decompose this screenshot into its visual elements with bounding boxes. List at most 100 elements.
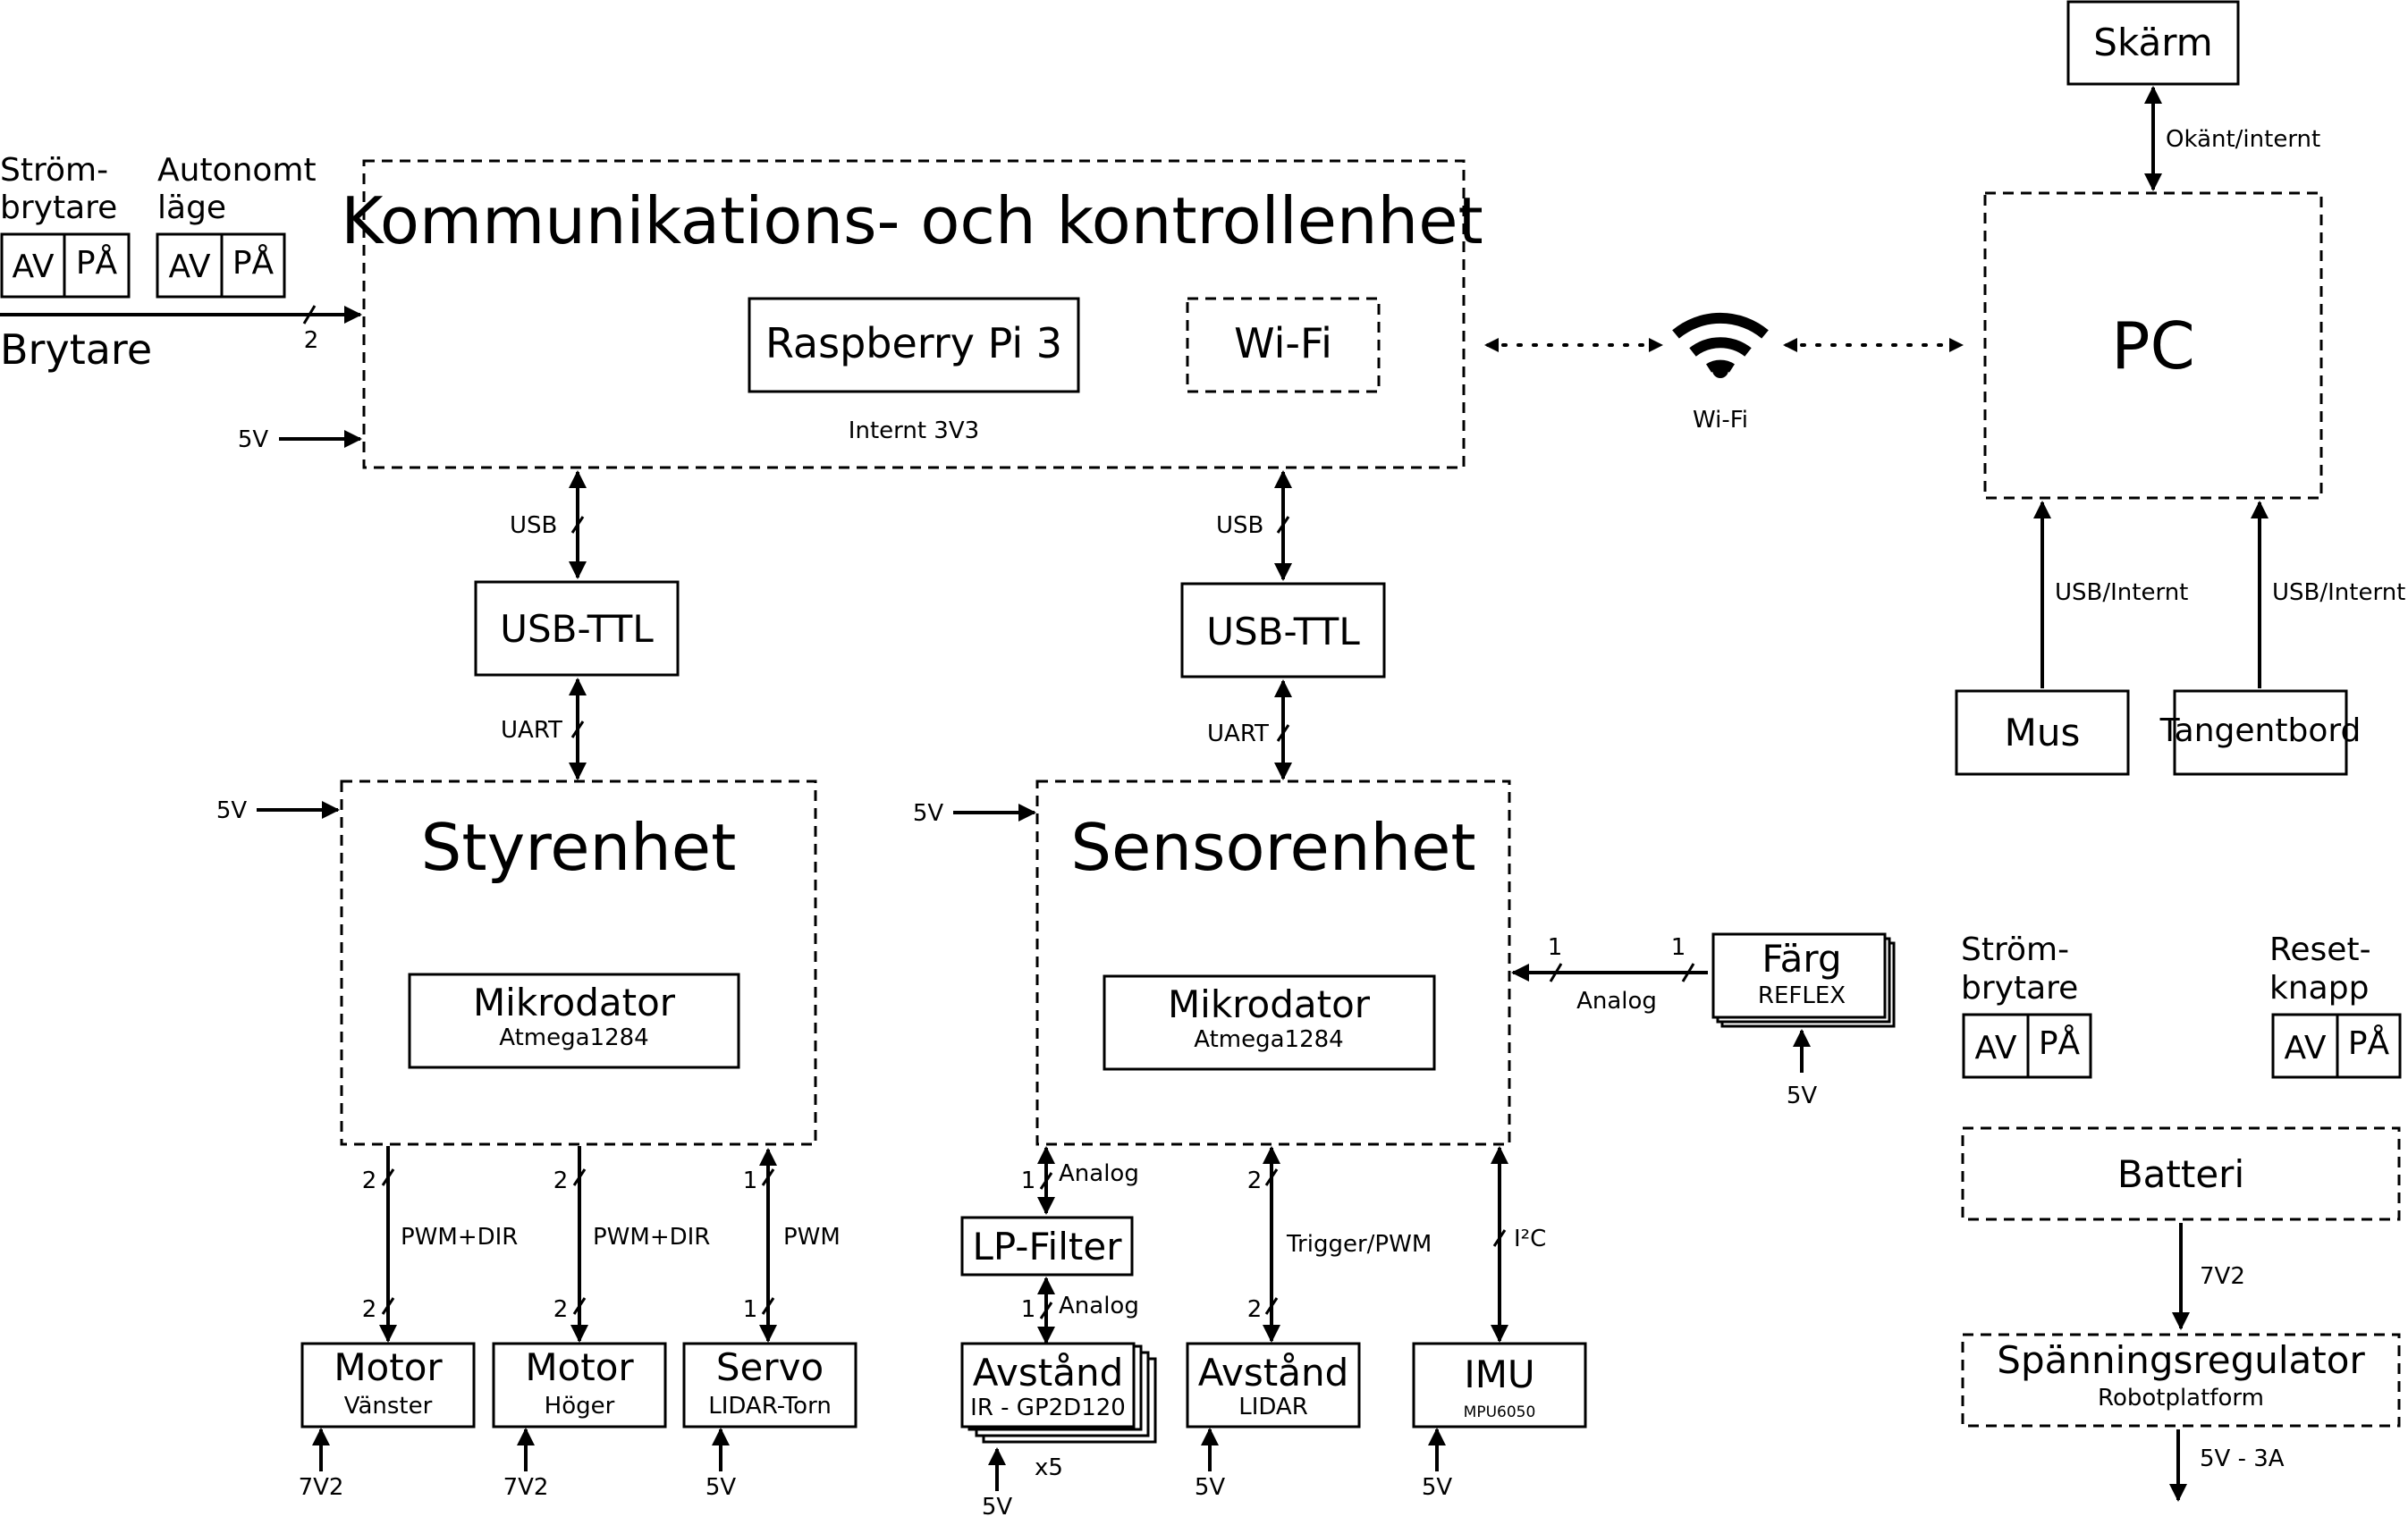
imu-power: 5V — [1422, 1474, 1453, 1501]
motor-left-power: 7V2 — [299, 1474, 344, 1501]
color-count-right: 1 — [1671, 934, 1686, 961]
servo-count-top: 1 — [743, 1167, 758, 1194]
control-unit: 5V Styrenhet Mikrodator Atmega1284 2 2 P… — [216, 780, 858, 1501]
right-usb-chain: USB USB-TTL UART — [1180, 470, 1386, 780]
wireless-link: Wi-Fi — [1484, 312, 1964, 434]
robot-power-off-box[interactable] — [1962, 1013, 2030, 1079]
power-switch-label-line2: brytare — [0, 190, 117, 226]
sensor-power-label: 5V — [913, 800, 944, 827]
motor-right-title: Motor — [525, 1345, 634, 1389]
regulator-out-label: 5V - 3A — [2200, 1445, 2285, 1472]
control-power-label: 5V — [216, 797, 248, 824]
lidar-power: 5V — [1195, 1474, 1226, 1501]
lidar-box — [1186, 1342, 1361, 1429]
reset-on-box[interactable] — [2336, 1013, 2402, 1079]
wifi-icon — [1672, 312, 1769, 378]
motor-right-sub: Höger — [545, 1393, 615, 1420]
motor-right-box — [492, 1342, 667, 1429]
switch-bus-label: Brytare — [0, 325, 152, 374]
lp-signal-bottom: Analog — [1059, 1293, 1139, 1319]
raspberry-pi-label: Raspberry Pi 3 — [765, 319, 1062, 367]
sensor-unit-box — [1035, 780, 1511, 1146]
ir-multiplier: x5 — [1035, 1454, 1063, 1481]
lp-count-top: 1 — [1021, 1167, 1036, 1194]
autonom-on-box[interactable] — [220, 232, 286, 299]
pc-box — [1983, 191, 2323, 500]
control-unit-box — [340, 780, 817, 1146]
control-mcu-model: Atmega1284 — [499, 1024, 648, 1051]
robot-power-off-label: AV — [1975, 1030, 2017, 1066]
imu-box — [1412, 1342, 1587, 1429]
motor-right-power: 7V2 — [503, 1474, 549, 1501]
regulator-sub: Robotplatform — [2098, 1385, 2264, 1412]
mouse-link-label: USB/Internt — [2055, 579, 2188, 606]
ir-title: Avstånd — [973, 1351, 1124, 1395]
color-box — [1711, 932, 1887, 1019]
screen-box — [2066, 0, 2240, 86]
lidar-count-top: 2 — [1247, 1167, 1263, 1194]
mouse-label: Mus — [2005, 711, 2081, 754]
switch-bus-count: 2 — [304, 327, 319, 354]
robot-power: Ström- brytare AV PÅ Reset- knapp AV PÅ … — [1961, 931, 2402, 1502]
communication-control-unit: Kommunikations- och kontrollenhet Raspbe… — [238, 159, 1483, 469]
mouse-box — [1955, 689, 2130, 776]
control-mcu-box — [408, 973, 740, 1069]
autonom-label-line1: Autonomt — [157, 152, 317, 189]
ir-power: 5V — [982, 1494, 1013, 1517]
reset-off-label: AV — [2285, 1030, 2327, 1066]
power-switch-off-box[interactable] — [0, 232, 66, 299]
power-switch-on-box[interactable] — [63, 232, 131, 299]
battery-box — [1961, 1126, 2401, 1221]
motor-right-count-top: 2 — [553, 1167, 569, 1194]
left-uart-label: UART — [501, 717, 562, 744]
wifi-module-box — [1186, 297, 1381, 393]
left-usb-ttl-label: USB-TTL — [500, 607, 654, 651]
servo-sub: LIDAR-Torn — [708, 1393, 832, 1420]
servo-power: 5V — [706, 1474, 737, 1501]
wifi-label: Wi-Fi — [1693, 407, 1748, 434]
right-usb-ttl-label: USB-TTL — [1206, 610, 1360, 653]
screen-label: Skärm — [2093, 21, 2212, 64]
right-usb-ttl-box — [1180, 582, 1386, 678]
keyboard-label: Tangentbord — [2159, 712, 2362, 749]
regulator-label: Spänningsregulator — [1997, 1338, 2365, 1382]
motor-left-box — [300, 1342, 476, 1429]
reset-on-label: PÅ — [2348, 1024, 2390, 1062]
sensor-mcu-label: Mikrodator — [1168, 982, 1371, 1026]
lp-filter-box — [960, 1216, 1134, 1277]
right-uart-label: UART — [1207, 721, 1269, 747]
battery-out-label: 7V2 — [2200, 1263, 2245, 1290]
right-usb-label: USB — [1216, 512, 1263, 539]
power-switch-off-label: AV — [13, 249, 55, 285]
pc-side: Skärm Okänt/internt PC USB/Internt USB/I… — [1955, 0, 2405, 776]
servo-box — [682, 1342, 858, 1429]
main-power-label: 5V — [238, 426, 269, 453]
autonom-label-line2: läge — [157, 190, 226, 226]
left-usb-label: USB — [510, 512, 557, 539]
robot-power-on-box[interactable] — [2026, 1013, 2092, 1079]
lidar-count-bottom: 2 — [1247, 1296, 1263, 1323]
sensor-mcu-model: Atmega1284 — [1194, 1026, 1343, 1053]
control-unit-title: Styrenhet — [421, 810, 737, 885]
lidar-signal: Trigger/PWM — [1286, 1231, 1432, 1258]
lp-count-bottom: 1 — [1021, 1296, 1036, 1323]
motor-left-signal: PWM+DIR — [401, 1224, 518, 1251]
autonom-on-label: PÅ — [232, 243, 275, 282]
reset-line2: knapp — [2269, 970, 2369, 1007]
imu-sub: MPU6050 — [1464, 1403, 1536, 1421]
imu-signal: I²C — [1514, 1226, 1546, 1252]
motor-left-count-top: 2 — [362, 1167, 377, 1194]
color-power: 5V — [1787, 1083, 1818, 1109]
lp-filter-title: LP-Filter — [973, 1225, 1123, 1268]
main-unit-title: Kommunikations- och kontrollenhet — [341, 183, 1483, 258]
autonom-off-box[interactable] — [156, 232, 224, 299]
keyboard-box — [2173, 689, 2348, 776]
motor-left-sub: Vänster — [344, 1393, 433, 1420]
color-count-left: 1 — [1548, 934, 1563, 961]
sensor-unit-title: Sensorenhet — [1070, 810, 1475, 885]
regulator-box — [1961, 1333, 2401, 1428]
power-switch-on-label: PÅ — [76, 243, 118, 282]
left-switches: Ström- brytare AV PÅ Autonomt läge AV PÅ… — [0, 152, 362, 374]
lp-signal-top: Analog — [1059, 1160, 1139, 1187]
